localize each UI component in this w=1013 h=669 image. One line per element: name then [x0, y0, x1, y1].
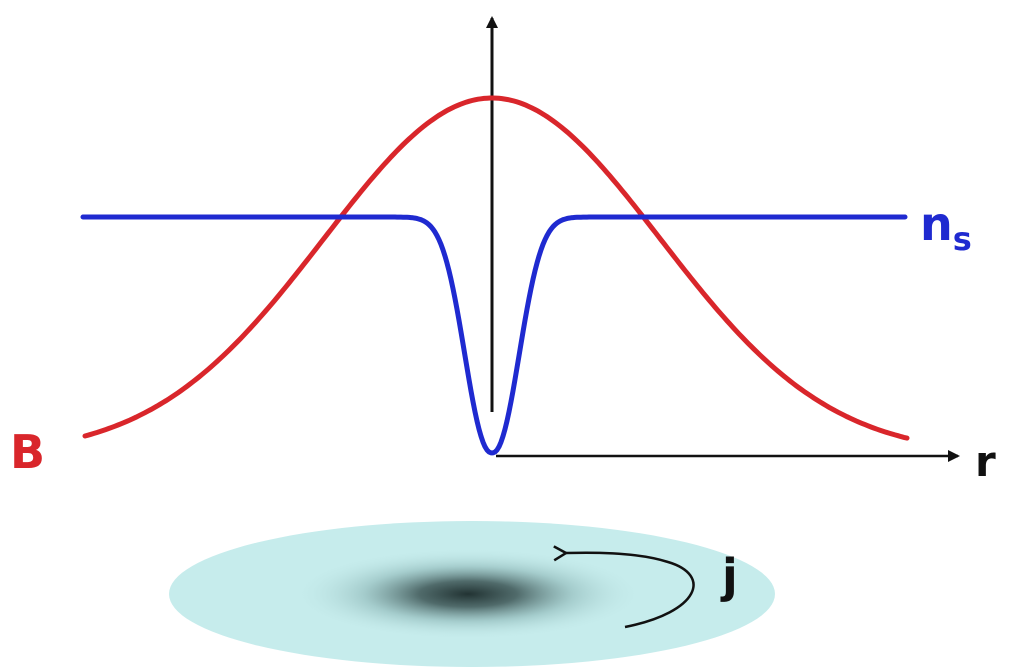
- axis-label-r: r: [975, 437, 996, 486]
- magnetic-field-curve: [82, 95, 910, 441]
- superfluid-density-curve: [80, 214, 908, 456]
- field-label: B: [10, 425, 45, 479]
- current-label: j: [720, 549, 738, 603]
- vortex-core: [293, 548, 643, 640]
- curved-arrow-icon: [566, 553, 695, 629]
- density-label-subscript: s: [953, 220, 972, 258]
- density-label-main: n: [920, 197, 953, 251]
- density-label: ns: [920, 197, 972, 258]
